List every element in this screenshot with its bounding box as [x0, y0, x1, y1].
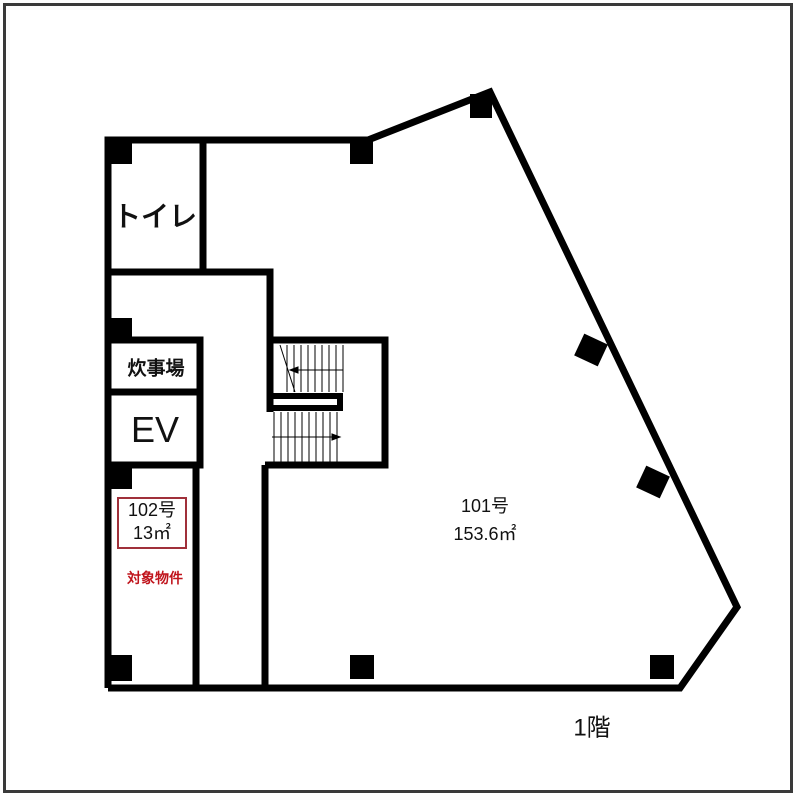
column — [650, 655, 674, 679]
unit101-area: 153.6㎡ — [453, 524, 517, 544]
column — [350, 141, 373, 164]
image-frame — [3, 3, 793, 793]
elevator-label: EV — [130, 409, 180, 450]
column — [470, 94, 492, 118]
column — [108, 465, 132, 489]
unit102-area: 13㎡ — [132, 523, 172, 543]
kitchen-label: 炊事場 — [127, 357, 185, 380]
column — [636, 465, 670, 499]
unit102-number: 102号 — [127, 500, 177, 520]
column — [350, 655, 374, 679]
corridor-wall — [203, 268, 274, 340]
floor-label: 1階 — [573, 714, 611, 742]
unit101-number: 101号 — [460, 496, 510, 516]
target-property-note: 対象物件 — [127, 571, 183, 587]
unit102-highlight-box: 102号 13㎡ — [117, 497, 187, 549]
column — [108, 655, 132, 681]
column — [108, 318, 132, 342]
stair-partition — [267, 393, 343, 411]
columns — [108, 94, 674, 681]
stair-wall — [265, 336, 389, 469]
kitchen-wall — [108, 336, 204, 469]
column — [574, 333, 608, 367]
column — [108, 140, 132, 164]
toilet-label: トイレ — [112, 200, 198, 233]
stairs — [272, 344, 344, 462]
